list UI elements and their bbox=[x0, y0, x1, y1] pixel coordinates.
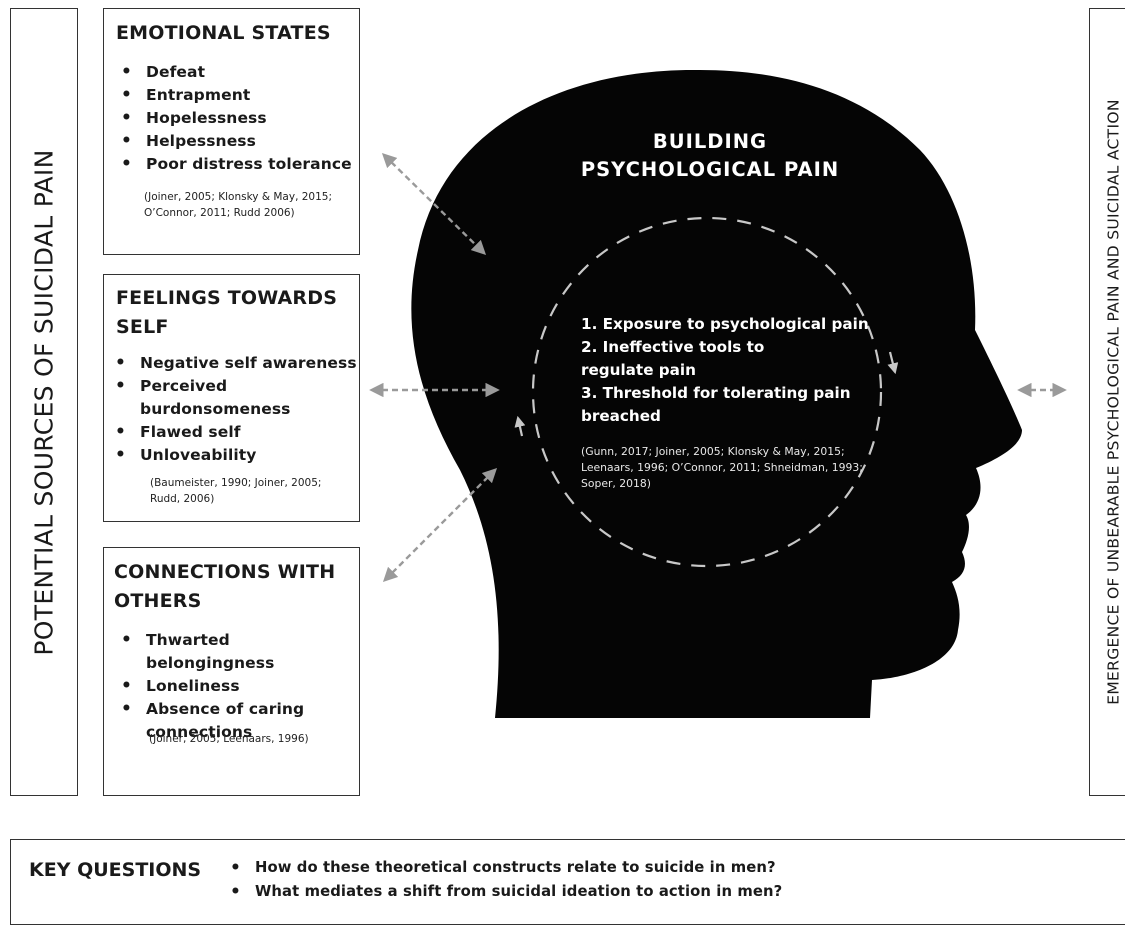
box-title: EMOTIONAL STATES bbox=[116, 22, 331, 44]
box-citation: (Joiner, 2005; Klonsky & May, 2015; O’Co… bbox=[144, 191, 333, 219]
box-citation: (Joiner, 2005; Leenaars, 1996) bbox=[149, 733, 309, 745]
step-item: 2. Ineffective tools to regulate pain bbox=[581, 338, 765, 379]
list-item: Thwarted belongingness bbox=[118, 629, 358, 675]
box-title: FEELINGS TOWARDS SELF bbox=[116, 287, 338, 338]
head-title: BUILDING PSYCHOLOGICAL PAIN bbox=[580, 130, 840, 181]
list-item: Loneliness bbox=[118, 675, 358, 698]
list-item: Helpessness bbox=[118, 130, 358, 153]
list-item: Entrapment bbox=[118, 84, 358, 107]
list-item: Negative self awareness bbox=[112, 352, 357, 375]
feelings-towards-self-box: FEELINGS TOWARDS SELF Negative self awar… bbox=[103, 274, 360, 522]
box-title: CONNECTIONS WITH OTHERS bbox=[114, 561, 336, 612]
head-steps: 1. Exposure to psychological pain 2. Ine… bbox=[581, 313, 871, 428]
box-items: Negative self awareness Perceived burdon… bbox=[112, 352, 357, 467]
pain-cycle-circle bbox=[531, 216, 883, 568]
arrow-connections-others bbox=[382, 467, 498, 583]
list-item: Hopelessness bbox=[118, 107, 358, 130]
emotional-states-box: EMOTIONAL STATES Defeat Entrapment Hopel… bbox=[103, 8, 360, 255]
arrow-emotional-states bbox=[381, 152, 487, 256]
head-citation: (Gunn, 2017; Joiner, 2005; Klonsky & May… bbox=[581, 445, 863, 490]
box-items: Thwarted belongingness Loneliness Absenc… bbox=[118, 629, 358, 744]
list-item: Poor distress tolerance bbox=[118, 153, 358, 176]
list-item: How do these theoretical constructs rela… bbox=[227, 856, 1107, 880]
list-item: Defeat bbox=[118, 61, 358, 84]
list-item: Perceived burdonsomeness bbox=[112, 375, 310, 421]
list-item: What mediates a shift from suicidal idea… bbox=[227, 880, 1107, 904]
left-label-frame: POTENTIAL SOURCES OF SUICIDAL PAIN bbox=[10, 8, 78, 796]
key-questions-label: KEY QUESTIONS bbox=[29, 859, 202, 881]
key-questions-box: KEY QUESTIONS How do these theoretical c… bbox=[10, 839, 1125, 925]
list-item: Unloveability bbox=[112, 444, 357, 467]
list-item: Absence of caring connections bbox=[118, 698, 316, 744]
step-item: 1. Exposure to psychological pain bbox=[581, 315, 869, 333]
box-items: Defeat Entrapment Hopelessness Helpessne… bbox=[118, 61, 358, 176]
cycle-arrow-left bbox=[514, 415, 526, 437]
step-item: 3. Threshold for tolerating pain breache… bbox=[581, 384, 851, 425]
list-item: Flawed self bbox=[112, 421, 357, 444]
head-silhouette bbox=[411, 69, 1023, 718]
connections-with-others-box: CONNECTIONS WITH OTHERS Thwarted belongi… bbox=[103, 547, 360, 796]
right-label-frame: EMERGENCE OF UNBEARABLE PSYCHOLOGICAL PA… bbox=[1089, 8, 1125, 796]
box-citation: (Baumeister, 1990; Joiner, 2005; Rudd, 2… bbox=[150, 477, 322, 505]
key-questions-list: How do these theoretical constructs rela… bbox=[227, 856, 1107, 904]
cycle-arrow-right bbox=[887, 351, 899, 375]
